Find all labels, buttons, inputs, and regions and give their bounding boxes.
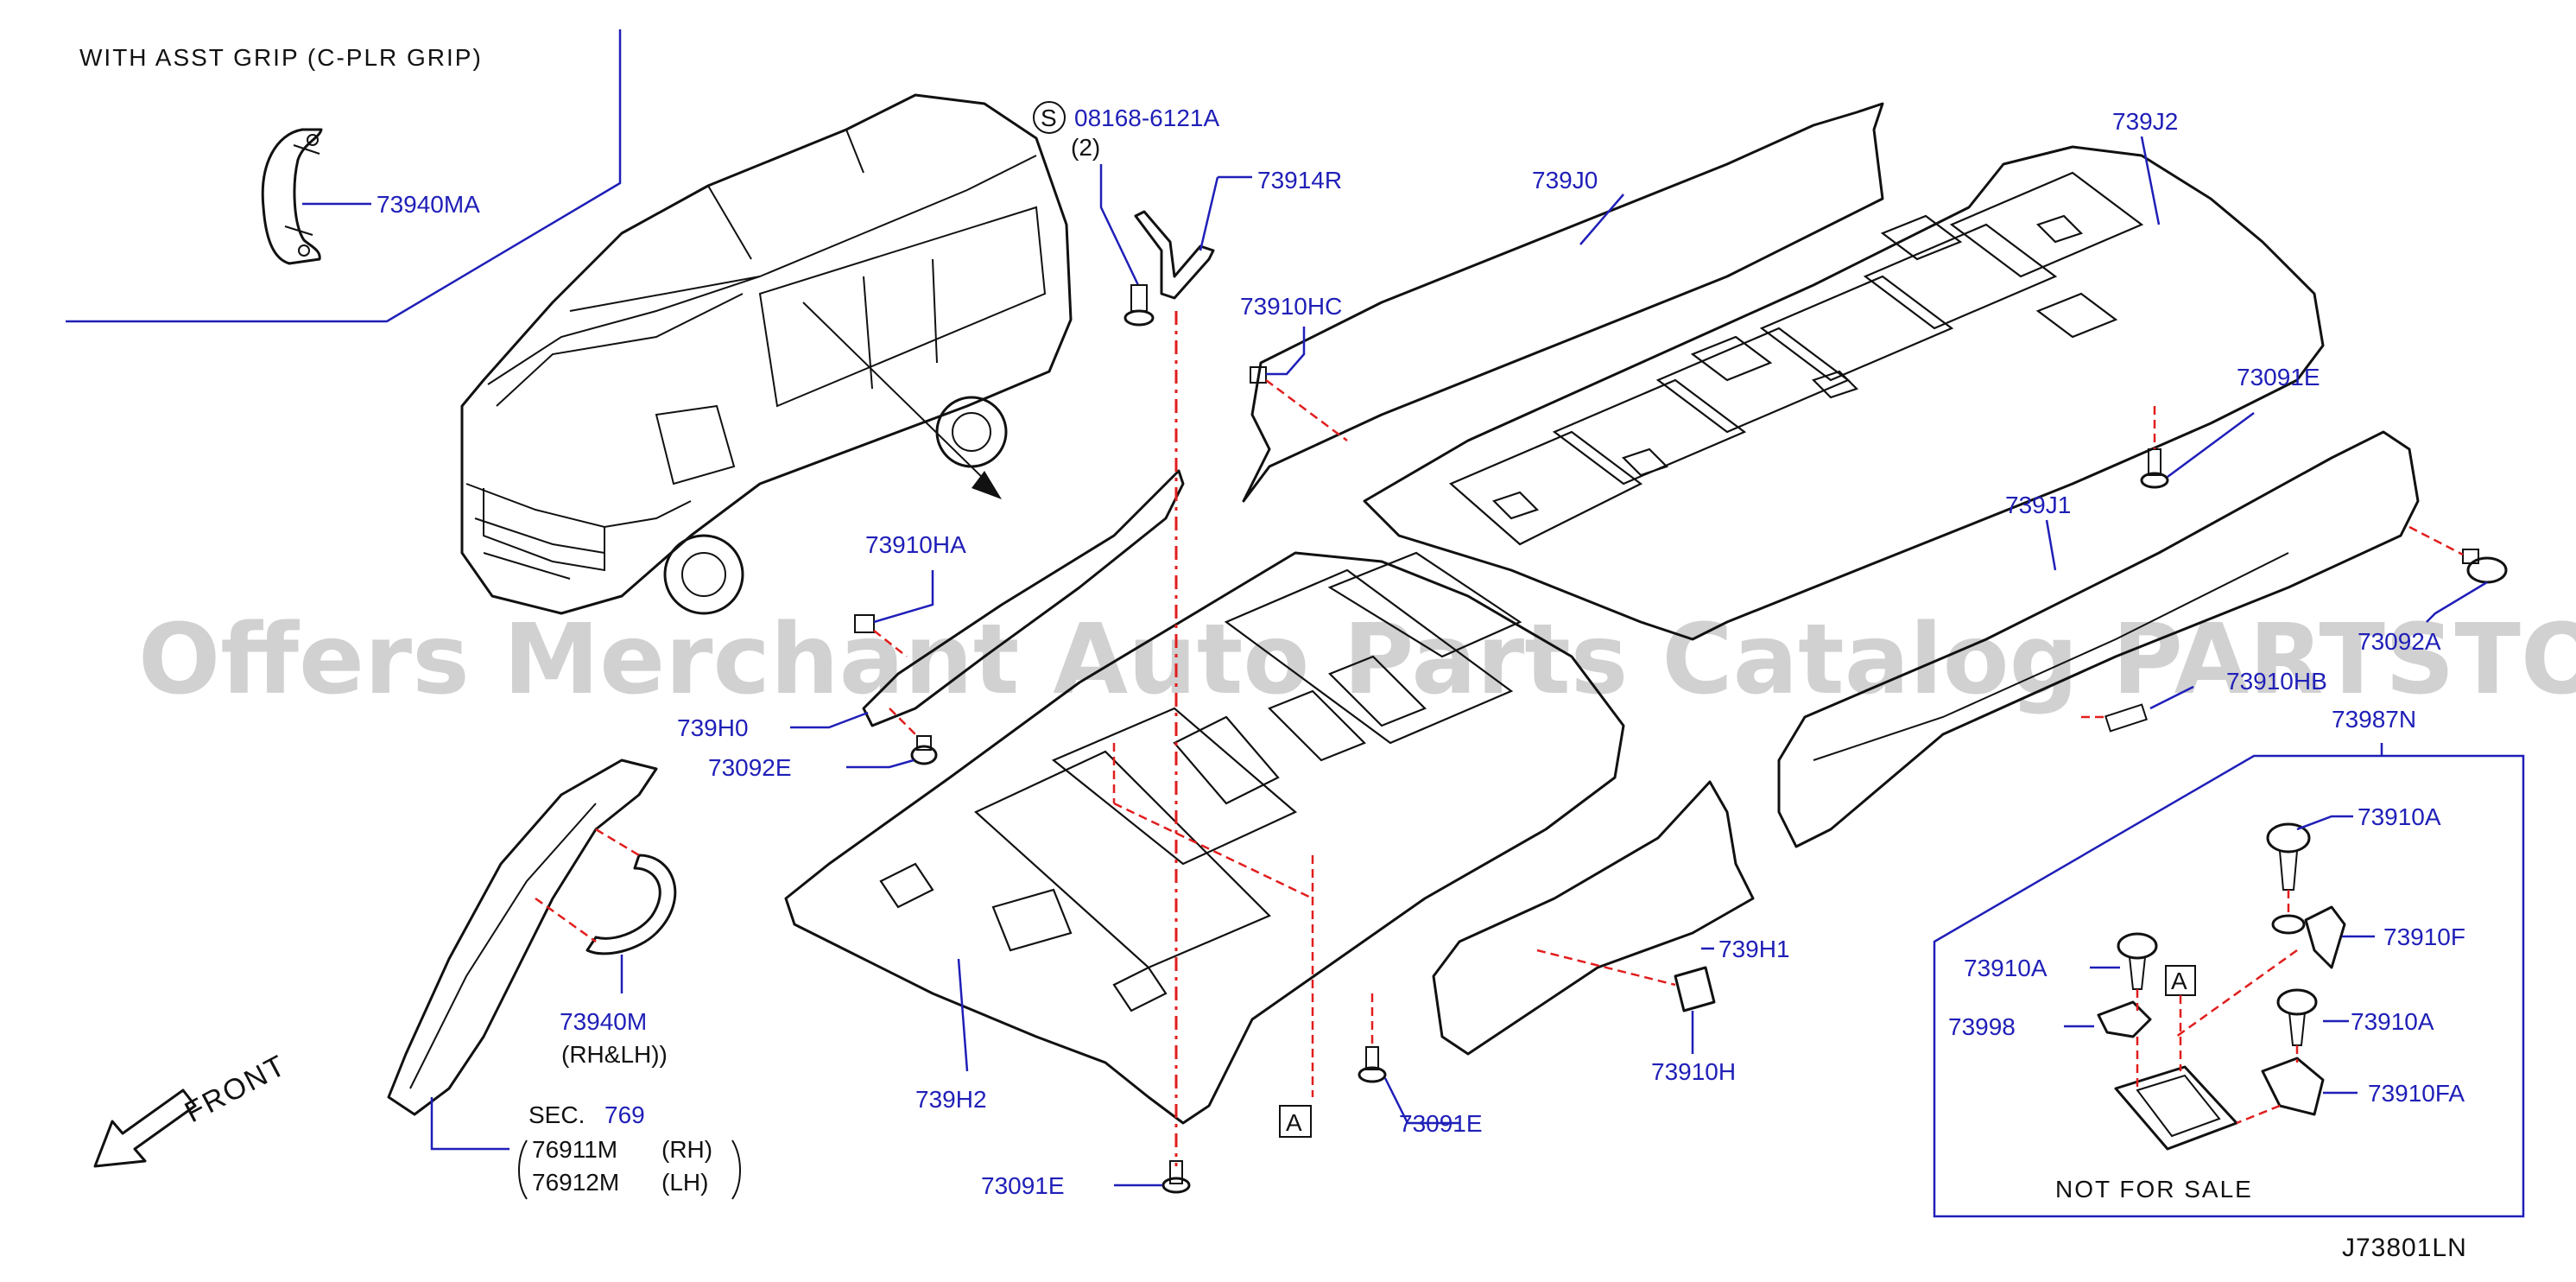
- rh-note: (RH): [661, 1136, 712, 1163]
- grip-base-pad: [2114, 1065, 2238, 1151]
- label-73910HC[interactable]: 73910HC: [1240, 293, 1342, 320]
- sec-number[interactable]: 769: [604, 1101, 645, 1128]
- label-08168-6121A[interactable]: 08168-6121A: [1074, 105, 1219, 131]
- label-73910H[interactable]: 73910H: [1651, 1058, 1736, 1085]
- bolt-08168: [1123, 284, 1155, 327]
- qty-note: (2): [1071, 134, 1100, 161]
- screw-73910A-right: [2276, 988, 2318, 1046]
- label-76912M[interactable]: 76912M: [532, 1169, 619, 1196]
- ref-a-inset: A: [2171, 968, 2187, 994]
- clip-73910HA: [854, 614, 875, 633]
- label-73091E-upper[interactable]: 73091E: [2237, 364, 2320, 390]
- label-73914R[interactable]: 73914R: [1257, 167, 1342, 194]
- label-73910A-right[interactable]: 73910A: [2351, 1008, 2434, 1035]
- inset-73987N: [1933, 754, 2525, 1218]
- left-paren: [518, 1139, 528, 1200]
- sec-label: SEC.: [528, 1101, 585, 1128]
- label-73998[interactable]: 73998: [1948, 1013, 2016, 1040]
- label-73091E-center[interactable]: 73091E: [1399, 1110, 1483, 1137]
- screw-73910A-upper: [2266, 822, 2311, 891]
- right-paren: [731, 1139, 741, 1200]
- inset-border: [66, 29, 622, 323]
- label-73910A-upper[interactable]: 73910A: [2358, 803, 2441, 830]
- rh-lh-note: (RH&LH)): [561, 1041, 668, 1068]
- ref-a-center: A: [1286, 1109, 1302, 1136]
- label-73092E[interactable]: 73092E: [708, 754, 792, 781]
- label-739H2[interactable]: 739H2: [915, 1086, 987, 1113]
- c-pillar-trim: [387, 758, 658, 1116]
- label-739H1[interactable]: 739H1: [1718, 936, 1790, 962]
- label-739H0[interactable]: 739H0: [677, 714, 749, 741]
- side-trim-739J1: [1777, 430, 2420, 848]
- label-73910FA[interactable]: 73910FA: [2368, 1080, 2465, 1107]
- label-739J0[interactable]: 739J0: [1532, 167, 1598, 194]
- lh-note: (LH): [661, 1169, 708, 1196]
- watermark-text: Offers Merchant Auto Parts Catalog PARTS…: [138, 604, 2576, 716]
- van-illustration: [460, 93, 1073, 615]
- headlining-739H2: [784, 551, 1625, 1125]
- clip-73092E: [910, 735, 938, 765]
- label-73987N[interactable]: 73987N: [2332, 706, 2416, 733]
- label-73910HB[interactable]: 73910HB: [2226, 668, 2327, 695]
- label-739J2[interactable]: 739J2: [2112, 108, 2178, 135]
- clip-73092A: [2462, 549, 2508, 584]
- clip-73998: [2097, 1000, 2152, 1038]
- s-symbol: S: [1041, 105, 1057, 131]
- clip-73910FA: [2261, 1057, 2325, 1116]
- label-73910A-left[interactable]: 73910A: [1964, 955, 2048, 981]
- roof-strip-739J0: [1242, 102, 1884, 503]
- asst-grip-note: WITH ASST GRIP (C-PLR GRIP): [79, 44, 483, 71]
- clip-73910F: [2271, 905, 2346, 969]
- label-76911M[interactable]: 76911M: [532, 1136, 617, 1163]
- front-strip-739H0: [862, 469, 1185, 727]
- headlining-739J2: [1363, 145, 2325, 641]
- screw-73910A-left: [2117, 932, 2158, 990]
- bracket-73914R: [1134, 210, 1215, 300]
- side-panel-739H1: [1432, 780, 1755, 1056]
- clip-73091E-upper: [2140, 448, 2169, 489]
- not-for-sale-note: NOT FOR SALE: [2055, 1176, 2253, 1203]
- front-label: FRONT: [180, 1049, 292, 1129]
- front-arrow-icon: [93, 1088, 197, 1168]
- assist-grip-illustration: [261, 128, 323, 265]
- label-739J1[interactable]: 739J1: [2005, 492, 2071, 518]
- ref-a-box-center: [1279, 1105, 1312, 1138]
- clip-73910HB: [2104, 703, 2148, 733]
- label-73091E-bottom[interactable]: 73091E: [981, 1172, 1065, 1199]
- label-73940MA[interactable]: 73940MA: [377, 191, 480, 218]
- assist-grip-73940M: [585, 854, 677, 955]
- label-73910HA[interactable]: 73910HA: [865, 531, 966, 558]
- clip-73910H: [1674, 966, 1716, 1012]
- clip-73091E-center: [1358, 1046, 1387, 1083]
- diagram-code: J73801LN: [2342, 1234, 2467, 1262]
- label-73092A[interactable]: 73092A: [2358, 628, 2441, 655]
- clip-73091E-bottom: [1161, 1160, 1191, 1194]
- label-73940M[interactable]: 73940M: [560, 1008, 647, 1035]
- s-symbol-circle: [1033, 101, 1066, 134]
- label-73910F[interactable]: 73910F: [2383, 923, 2465, 950]
